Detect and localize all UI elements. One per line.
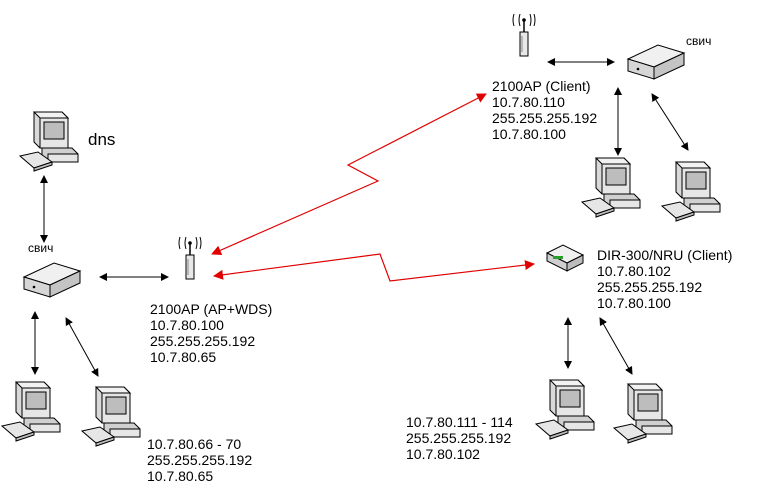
ap-main-mask: 255.255.255.192 [150,333,256,349]
pcs-bottom-right-gateway: 10.7.80.102 [406,446,480,462]
dir-client-name: DIR-300/NRU (Client) [597,247,733,263]
pc-bottom-right-2-icon [613,383,673,444]
wireless-links [211,93,535,282]
switch-left-icon [23,262,81,298]
ap-client-ip: 10.7.80.110 [492,94,565,110]
ap-main-info: 2100AP (AP+WDS) 10.7.80.100 255.255.255.… [150,301,272,365]
switch-right-icon [627,44,685,80]
pc-left-2-icon [81,386,141,447]
ap-client-icon [512,13,536,57]
dir-client-info: DIR-300/NRU (Client) 10.7.80.102 255.255… [597,247,732,311]
pc-dns-icon [19,111,79,172]
ap-client-name: 2100AP (Client) [492,78,591,94]
dir-client-gateway: 10.7.80.100 [597,295,671,311]
pcs-left-info: 10.7.80.66 - 70 255.255.255.192 10.7.80.… [147,436,252,484]
ap-main-name: 2100AP (AP+WDS) [150,301,273,317]
pc-right-1-icon [581,157,641,218]
ap-main-ip: 10.7.80.100 [150,317,224,333]
switch-left-label: свич [28,241,54,255]
pcs-left-gateway: 10.7.80.65 [147,468,214,484]
pc-left-1-icon [1,381,61,442]
pcs-bottom-right-info: 10.7.80.111 - 114 255.255.255.192 10.7.8… [406,414,513,462]
dir-client-mask: 255.255.255.192 [597,279,703,295]
ap-main-icon [178,236,202,280]
dir-client-ip: 10.7.80.102 [597,263,671,279]
switch-right-label: свич [686,34,712,48]
ap-client-gateway: 10.7.80.100 [492,126,566,142]
pcs-bottom-right-range: 10.7.80.111 - 114 [406,414,513,430]
pc-right-2-icon [661,161,721,222]
ap-main-gateway: 10.7.80.65 [150,349,217,365]
pcs-bottom-right-mask: 255.255.255.192 [406,430,512,446]
pcs-left-mask: 255.255.255.192 [147,452,253,468]
dns-label: dns [88,130,116,149]
ap-client-info: 2100AP (Client) 10.7.80.110 255.255.255.… [492,78,597,142]
pc-bottom-right-1-icon [535,379,595,440]
wired-links [31,58,689,377]
ap-client-mask: 255.255.255.192 [492,110,598,126]
pcs-left-range: 10.7.80.66 - 70 [147,436,242,452]
dir300-router-icon [545,244,585,272]
